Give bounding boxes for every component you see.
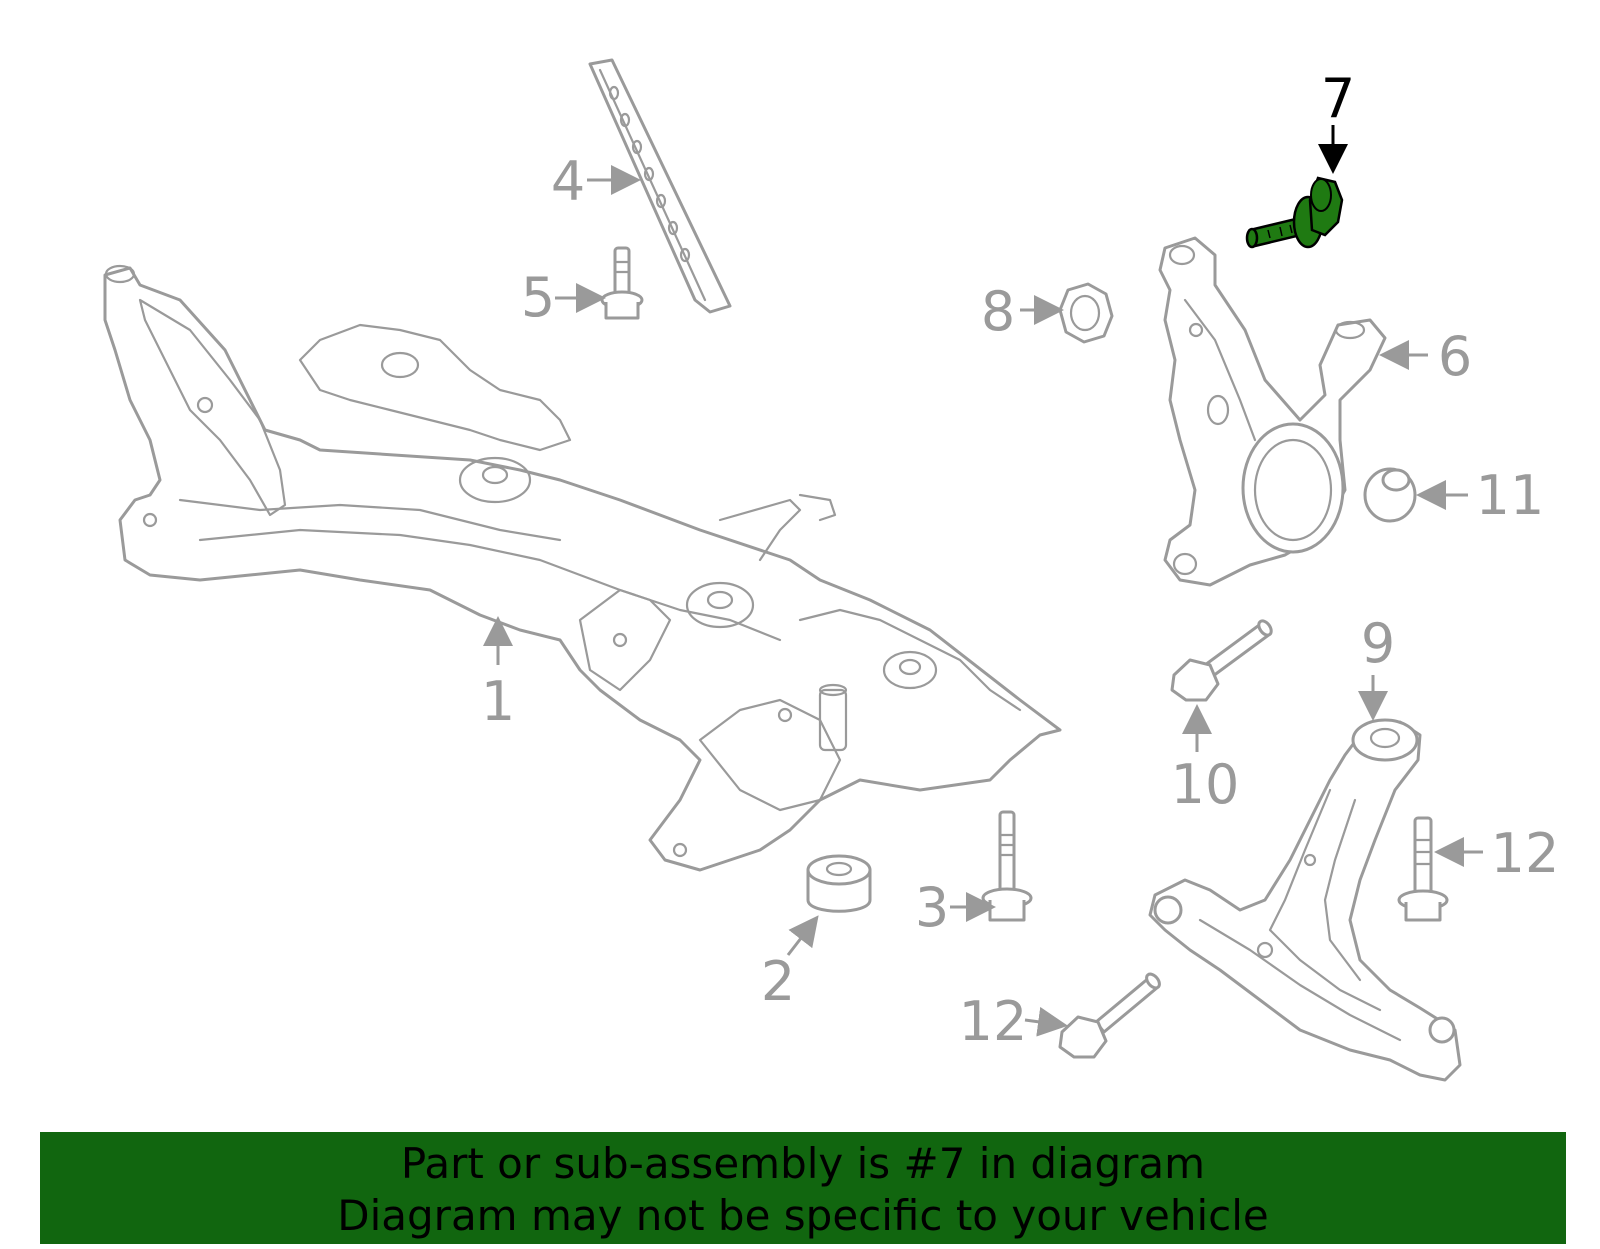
subframe-part[interactable]: [103, 264, 1062, 872]
bolt-part-10[interactable]: [1170, 619, 1274, 702]
callout-9-label: 9: [1361, 612, 1395, 675]
callout-12-right: 12: [1434, 822, 1560, 885]
callout-6: 6: [1379, 325, 1472, 388]
callout-7-label: 7: [1321, 67, 1355, 130]
banner-line-2: Diagram may not be specific to your vehi…: [337, 1191, 1269, 1240]
callout-10-label: 10: [1171, 753, 1240, 816]
lower-control-arm-part[interactable]: [1148, 718, 1462, 1082]
nut-part-8[interactable]: [1058, 282, 1114, 344]
callout-11-label: 11: [1476, 464, 1545, 527]
callout-11: 11: [1416, 464, 1545, 527]
callout-8-label: 8: [981, 280, 1015, 343]
callout-2: 2: [761, 915, 819, 1013]
callout-6-label: 6: [1438, 325, 1472, 388]
callout-4-label: 4: [551, 150, 585, 213]
callout-9: 9: [1358, 612, 1395, 721]
callout-5-label: 5: [521, 266, 555, 329]
bolt-part-3[interactable]: [981, 810, 1033, 922]
callout-10: 10: [1171, 704, 1240, 816]
callout-1: 1: [481, 616, 515, 733]
callout-8: 8: [981, 280, 1064, 343]
callout-7: 7: [1318, 67, 1355, 174]
callout-2-label: 2: [761, 950, 795, 1013]
callout-12-bottom: 12: [959, 990, 1068, 1053]
callout-3-label: 3: [915, 876, 949, 939]
info-banner: Part or sub-assembly is #7 in diagram Di…: [40, 1132, 1566, 1244]
bolt-part-12-right[interactable]: [1397, 816, 1449, 922]
callout-12-right-label: 12: [1491, 822, 1560, 885]
bracket-strip-part[interactable]: [588, 58, 732, 314]
bolt-part-12-bottom[interactable]: [1058, 972, 1162, 1059]
bolt-part-5[interactable]: [600, 246, 644, 320]
steering-knuckle-part[interactable]: [1158, 236, 1387, 587]
callout-12-bottom-label: 12: [959, 990, 1028, 1053]
callout-5: 5: [521, 266, 606, 329]
bushing-part-11[interactable]: [1363, 467, 1417, 523]
bushing-part[interactable]: [806, 854, 872, 913]
callout-1-label: 1: [481, 670, 515, 733]
callout-3: 3: [915, 876, 996, 939]
highlighted-bolt-part-7[interactable]: [1245, 176, 1344, 249]
banner-line-1: Part or sub-assembly is #7 in diagram: [400, 1139, 1206, 1188]
callout-4: 4: [551, 150, 641, 213]
